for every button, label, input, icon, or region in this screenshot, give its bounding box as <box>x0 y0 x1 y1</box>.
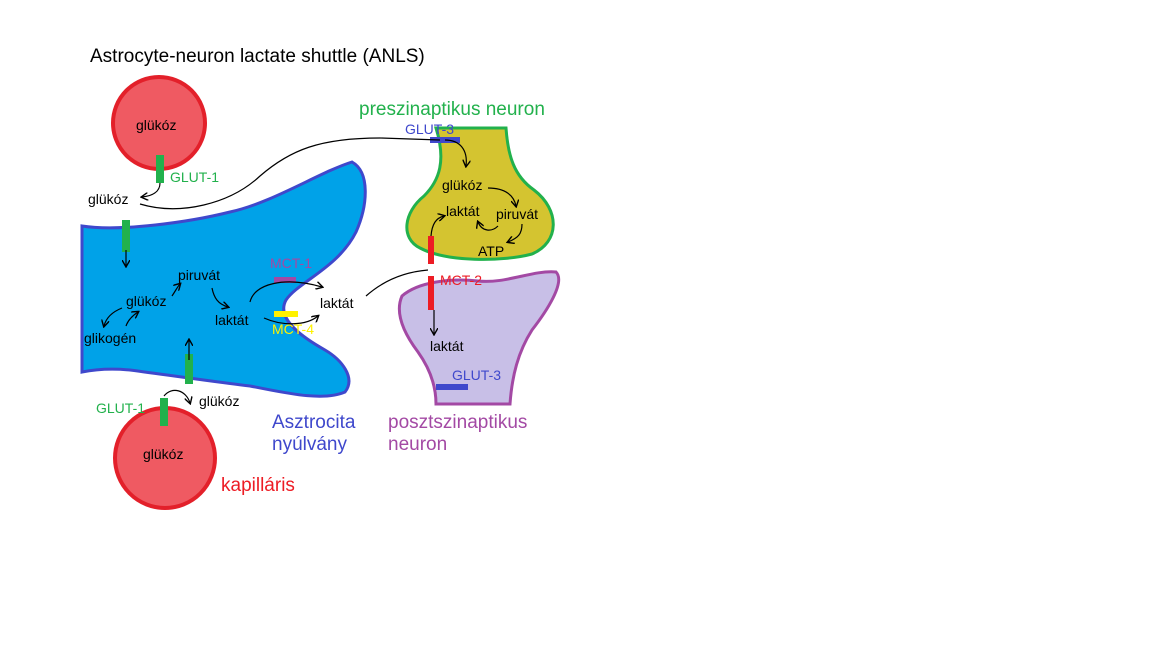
arrow-glucose-to-glycogen <box>104 307 123 326</box>
presynaptic-name-label: preszinaptikus neuron <box>359 99 545 120</box>
post-lactate-label: laktát <box>430 338 464 354</box>
mct4-label: MCT-4 <box>272 321 314 337</box>
mct4-transporter <box>274 311 298 317</box>
astro-lactate-label: laktát <box>215 312 249 328</box>
postsynaptic-name-line-second: neuron <box>388 434 447 455</box>
pre-atp-label: ATP <box>478 243 504 259</box>
arrow-bottom-capillary-to-glucose <box>163 389 190 403</box>
glut1-bottom-label: GLUT-1 <box>96 400 145 416</box>
astro-glucose-label: glükóz <box>126 293 166 309</box>
glucose-extracellular-bottom-label: glükóz <box>199 393 239 409</box>
glut3-post-transporter <box>436 384 468 390</box>
extracellular-lactate-label: laktát <box>320 295 354 311</box>
arrow-lactate-out-mct4 <box>263 316 318 325</box>
astrocyte-name-line: Asztrocita <box>272 412 356 433</box>
glut1-astro-top-transporter <box>122 220 130 252</box>
capillary-top-glucose-label: glükóz <box>136 117 176 133</box>
astro-glycogen-label: glikogén <box>84 330 136 346</box>
glut1-top-transporter <box>156 155 164 183</box>
glut1-astro-bottom-transporter <box>185 354 193 384</box>
mct1-transporter <box>274 277 296 283</box>
astrocyte-process <box>80 160 367 398</box>
glut3-post-label: GLUT-3 <box>452 367 501 383</box>
capillary-bottom-glucose-label: glükóz <box>143 446 183 462</box>
postsynaptic-name-label: posztszinaptikus neuron <box>388 412 533 455</box>
arrow-lactate-out-mct1 <box>249 281 322 303</box>
arrow-glycogen-to-glucose <box>125 312 138 327</box>
pre-lactate-label: laktát <box>446 203 480 219</box>
mct-pre-transporter <box>428 236 434 264</box>
arrow-mct-into-presynaptic <box>430 216 444 237</box>
diagram-title: Astrocyte-neuron lactate shuttle (ANLS) <box>90 46 425 67</box>
arrow-pyruvate-to-atp <box>508 223 523 242</box>
glut1-bottom-transporter <box>160 398 168 426</box>
postsynaptic-neuron <box>397 270 561 406</box>
arrow-pyruvate-to-lactate <box>211 287 228 307</box>
postsynaptic-name-line: posztszinaptikus <box>388 412 527 433</box>
glucose-extracellular-top-label: glükóz <box>88 191 128 207</box>
arrow-glucose-to-pyruvate-pre <box>487 187 516 206</box>
arrow-glucose-to-glut3 <box>139 137 441 210</box>
astrocyte-name-line-second: nyúlvány <box>272 434 347 455</box>
arrow-glucose-to-pyruvate <box>171 284 180 297</box>
mct1-label: MCT-1 <box>270 255 312 271</box>
glut3-pre-label: GLUT-3 <box>405 121 454 137</box>
arrow-lactate-to-neuron <box>365 269 429 297</box>
arrow-glut3-into-presynaptic <box>444 139 466 166</box>
arrow-capillary-to-glucose-top <box>142 182 161 197</box>
pre-glucose-label: glükóz <box>442 177 482 193</box>
arrow-pyruvate-to-lactate-pre <box>478 222 499 231</box>
astrocyte-name-label: Asztrocita nyúlvány <box>272 412 361 455</box>
glut1-top-label: GLUT-1 <box>170 169 219 185</box>
mct2-label: MCT-2 <box>440 272 482 288</box>
mct2-transporter <box>428 276 434 310</box>
pre-pyruvate-label: piruvát <box>496 206 538 222</box>
capillary-name-label: kapilláris <box>221 475 295 496</box>
astro-pyruvate-label: piruvát <box>178 267 220 283</box>
presynaptic-neuron <box>405 126 555 261</box>
